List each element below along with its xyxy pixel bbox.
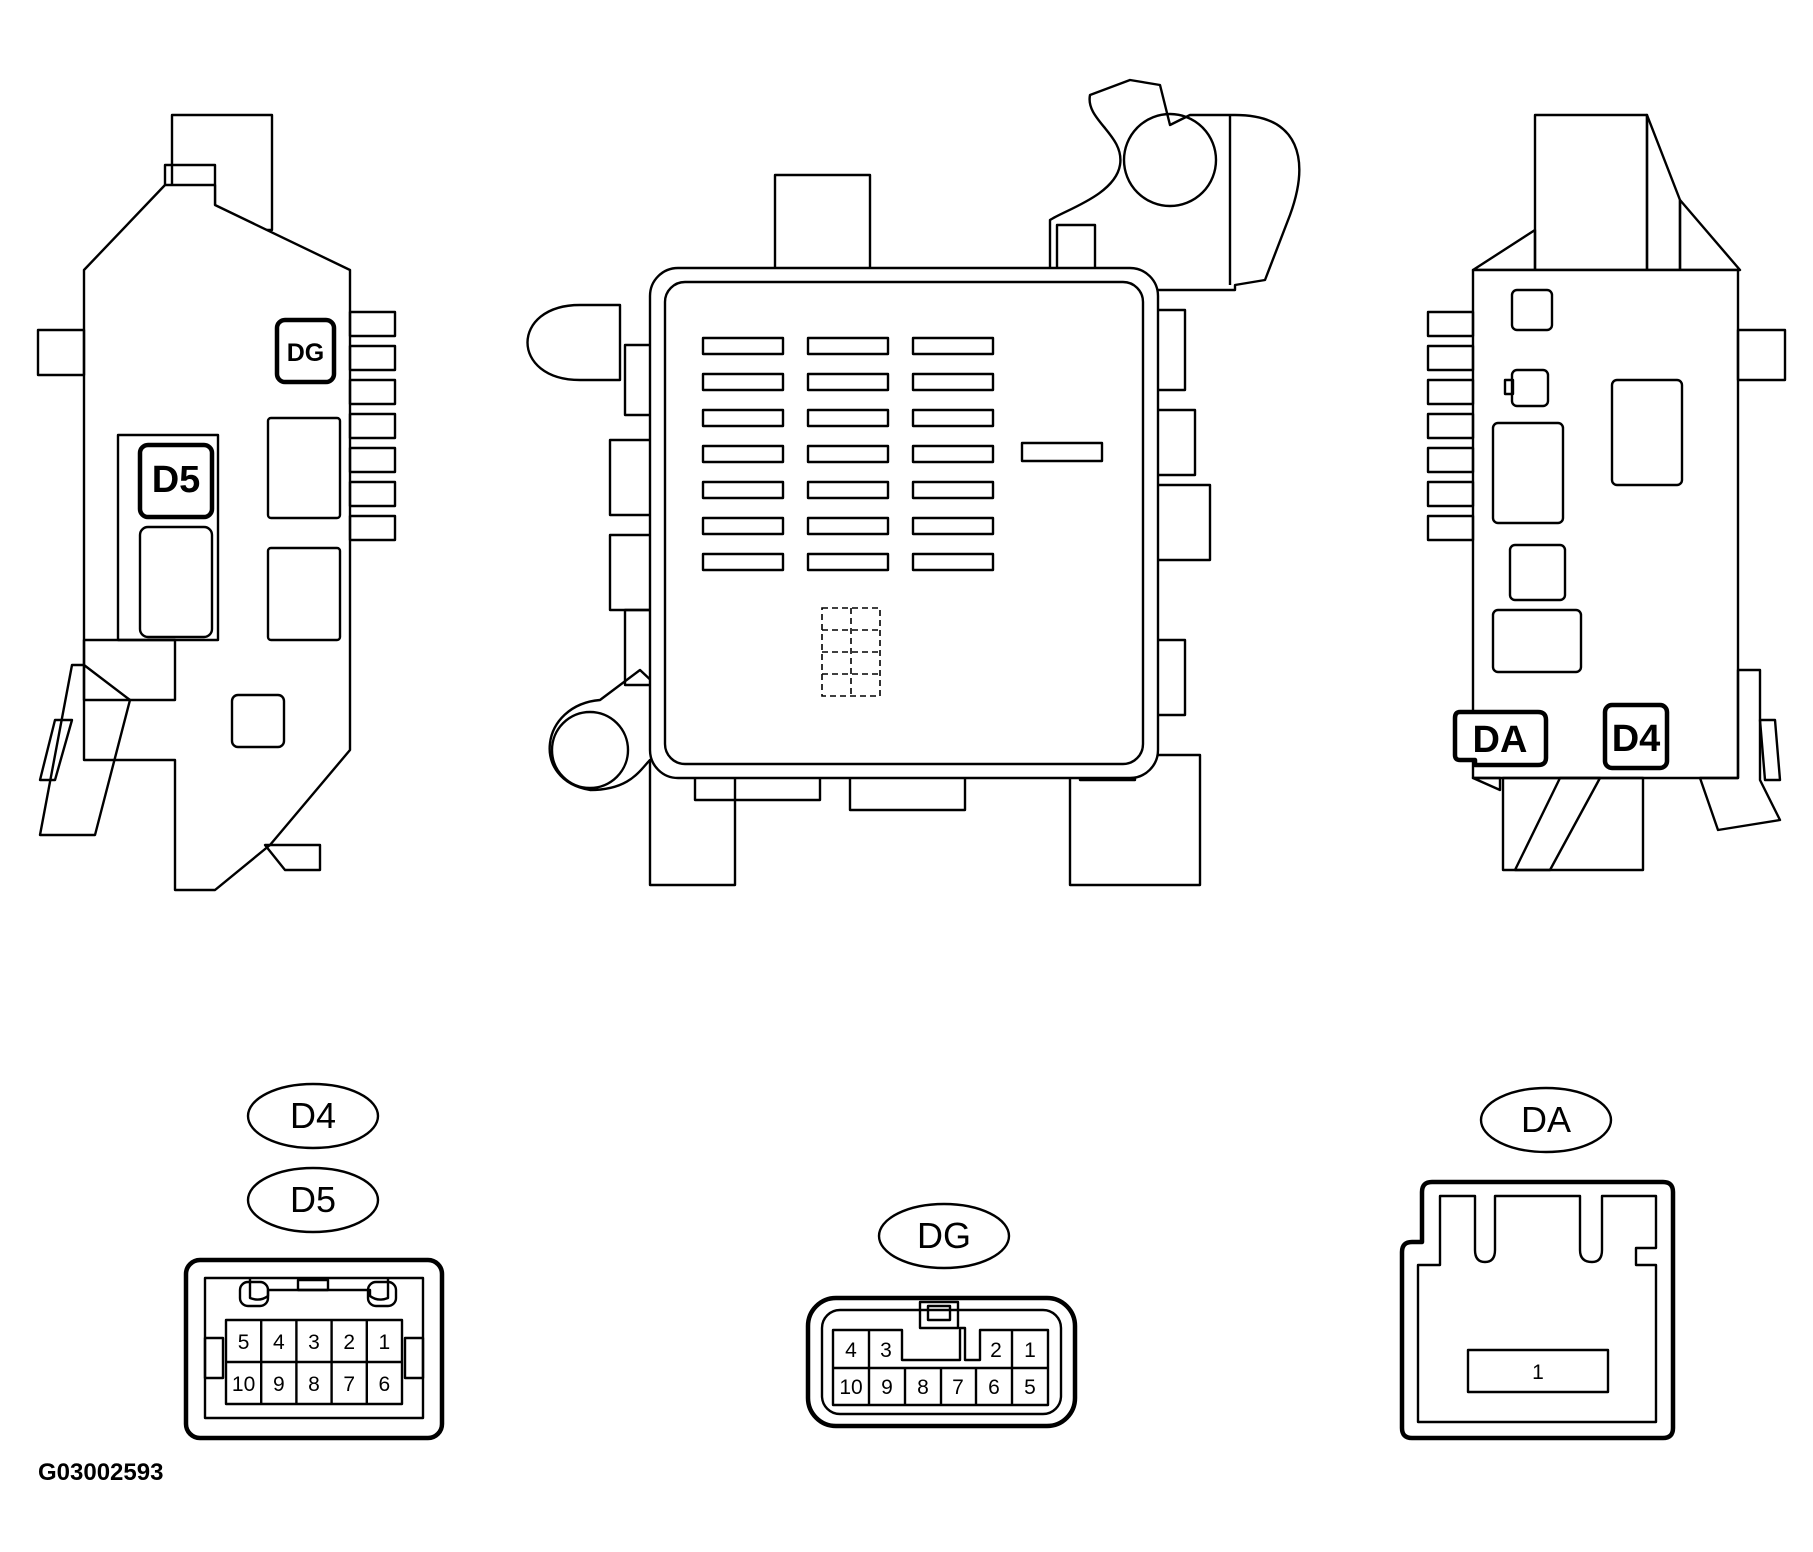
dg-connector-tag: DG <box>917 1215 971 1256</box>
pin-label: 5 <box>1024 1376 1036 1399</box>
pin-label: 1 <box>1024 1339 1036 1362</box>
dg-pin-grid: 4 3 2 1 10 9 8 7 6 5 <box>833 1330 1048 1405</box>
d4-location-tag: D4 <box>1602 702 1670 771</box>
pin-label: 9 <box>273 1373 285 1396</box>
da-connector-tag: DA <box>1521 1099 1571 1140</box>
figure-code: G03002593 <box>38 1459 163 1486</box>
da-tag-outline <box>1479 1086 1613 1154</box>
d4-location-label: D4 <box>1612 718 1661 760</box>
d5-location-label: D5 <box>152 459 201 501</box>
right-side-view: DA D4 <box>1426 113 1787 872</box>
center-top-view <box>526 78 1301 887</box>
pin-label: 5 <box>238 1331 250 1354</box>
d4-tag-outline <box>246 1082 380 1150</box>
pin-label: 3 <box>880 1339 892 1362</box>
fuse-slots <box>701 336 1104 572</box>
d4-d5-pin-grid: 5 4 3 2 1 10 9 8 7 6 <box>224 1318 404 1406</box>
connector-d4-d5: D4 D5 5 4 3 2 1 10 9 8 7 6 <box>183 1082 445 1441</box>
pin-label: 8 <box>308 1373 320 1396</box>
d4-connector-tag: D4 <box>290 1095 336 1136</box>
pin-label: 4 <box>273 1331 285 1354</box>
pin-label: 1 <box>1532 1361 1544 1384</box>
connector-dg: DG 4 3 2 1 10 9 8 7 6 5 <box>805 1202 1078 1429</box>
pin-label: 6 <box>379 1373 391 1396</box>
da-location-label: DA <box>1473 719 1528 761</box>
pin-label: 8 <box>917 1376 929 1399</box>
dg-location-label: DG <box>287 339 325 367</box>
dg-location-tag: DG <box>274 317 337 385</box>
da-location-tag: DA <box>1452 709 1549 768</box>
pin-label: 4 <box>845 1339 857 1362</box>
left-side-terminals <box>348 310 397 542</box>
pin-label: 10 <box>232 1373 255 1396</box>
d5-tag-outline <box>246 1166 380 1234</box>
pin-label: 1 <box>379 1331 391 1354</box>
dashed-grid <box>821 607 881 697</box>
pin-label: 2 <box>990 1339 1002 1362</box>
right-side-terminals <box>1426 310 1475 542</box>
pin-label: 7 <box>343 1373 355 1396</box>
pin-label: 10 <box>839 1376 862 1399</box>
pin-label: 6 <box>988 1376 1000 1399</box>
connector-da: DA 1 <box>1399 1086 1676 1441</box>
pin-label: 3 <box>308 1331 320 1354</box>
pin-label: 9 <box>881 1376 893 1399</box>
left-side-view: DG D5 <box>36 113 397 892</box>
pin-label: 7 <box>952 1376 964 1399</box>
dg-tag-outline <box>877 1202 1011 1270</box>
d5-connector-tag: D5 <box>290 1179 336 1220</box>
d5-location-tag: D5 <box>137 442 215 520</box>
pin-label: 2 <box>343 1331 355 1354</box>
